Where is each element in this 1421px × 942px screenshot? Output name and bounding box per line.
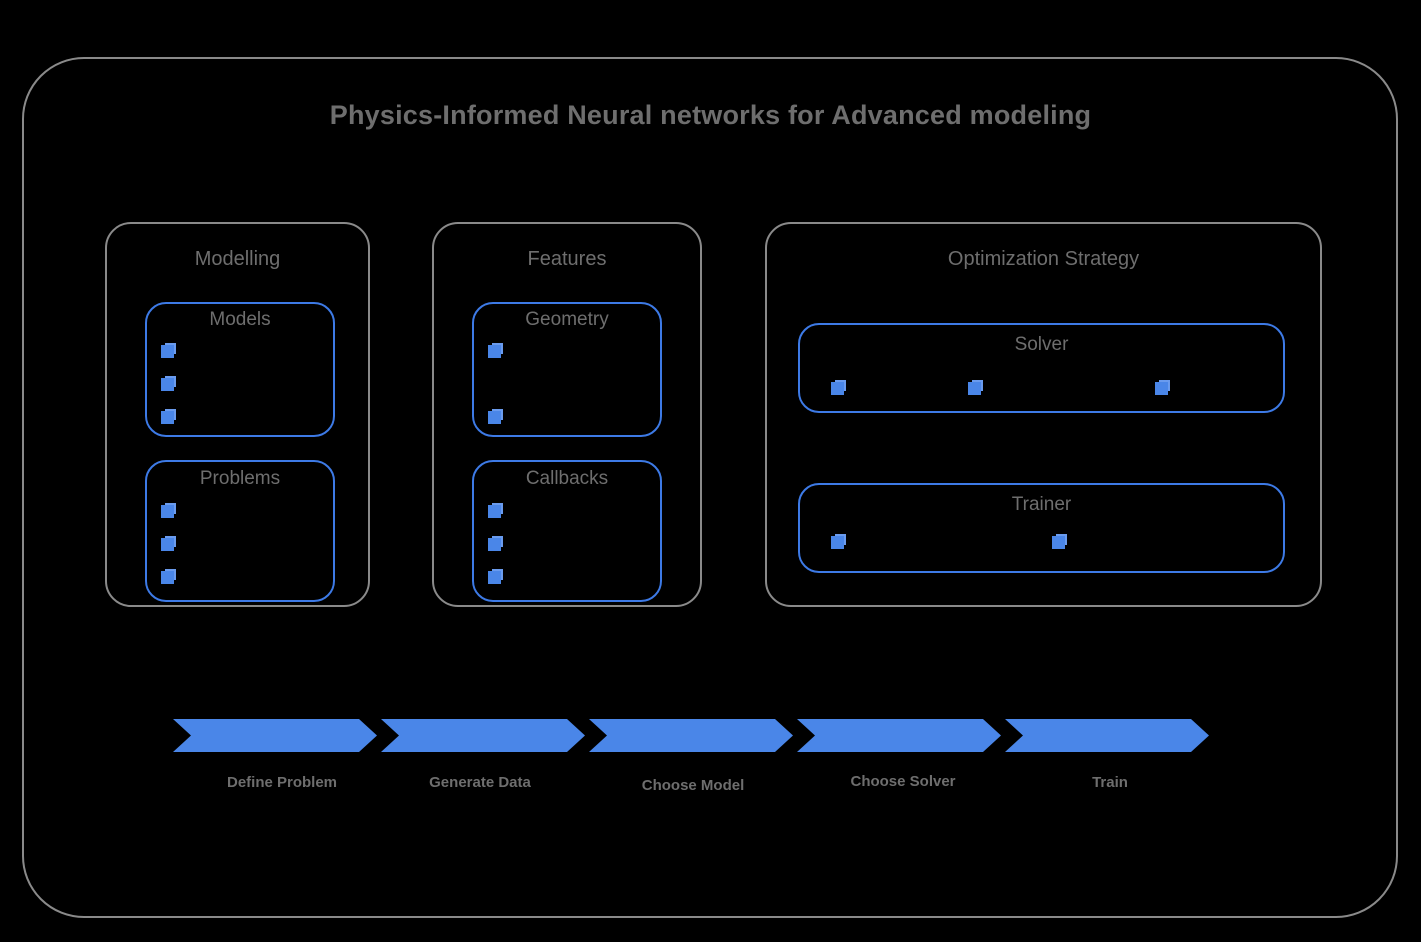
box-geometry bbox=[472, 302, 662, 437]
bullet-cube bbox=[161, 505, 174, 518]
pipeline-label-4: Train bbox=[1092, 774, 1128, 791]
group-features bbox=[432, 222, 702, 607]
group-optimization-strategy bbox=[765, 222, 1322, 607]
bullet-cube bbox=[831, 382, 844, 395]
pipeline-label-2: Choose Model bbox=[641, 777, 745, 794]
group-features-title: Features bbox=[527, 248, 607, 270]
box-geometry-title: Geometry bbox=[525, 309, 609, 330]
bullet-cube bbox=[488, 505, 501, 518]
group-optimization-strategy-title: Optimization Strategy bbox=[947, 248, 1140, 270]
box-models bbox=[145, 302, 335, 437]
outer-frame bbox=[22, 57, 1398, 918]
box-trainer-title: Trainer bbox=[1011, 494, 1072, 515]
pipeline-label-1: Generate Data bbox=[429, 774, 531, 791]
pipeline-label-0: Define Problem bbox=[226, 774, 338, 791]
bullet-cube bbox=[488, 345, 501, 358]
bullet-cube bbox=[488, 571, 501, 584]
bullet-cube bbox=[488, 538, 501, 551]
box-callbacks bbox=[472, 460, 662, 602]
box-callbacks-title: Callbacks bbox=[525, 468, 609, 489]
box-trainer bbox=[798, 483, 1285, 573]
bullet-cube bbox=[161, 378, 174, 391]
box-problems bbox=[145, 460, 335, 602]
bullet-cube bbox=[831, 536, 844, 549]
bullet-cube bbox=[1052, 536, 1065, 549]
page-title: Physics-Informed Neural networks for Adv… bbox=[329, 100, 1092, 130]
box-models-title: Models bbox=[209, 309, 271, 330]
box-problems-title: Problems bbox=[199, 468, 281, 489]
box-solver bbox=[798, 323, 1285, 413]
group-modelling bbox=[105, 222, 370, 607]
bullet-cube bbox=[161, 411, 174, 424]
box-solver-title: Solver bbox=[1014, 334, 1069, 355]
group-modelling-title: Modelling bbox=[194, 248, 281, 270]
pipeline-label-3: Choose Solver bbox=[850, 773, 956, 790]
bullet-cube bbox=[161, 345, 174, 358]
bullet-cube bbox=[161, 571, 174, 584]
bullet-cube bbox=[488, 411, 501, 424]
bullet-cube bbox=[1155, 382, 1168, 395]
bullet-cube bbox=[968, 382, 981, 395]
bullet-cube bbox=[161, 538, 174, 551]
